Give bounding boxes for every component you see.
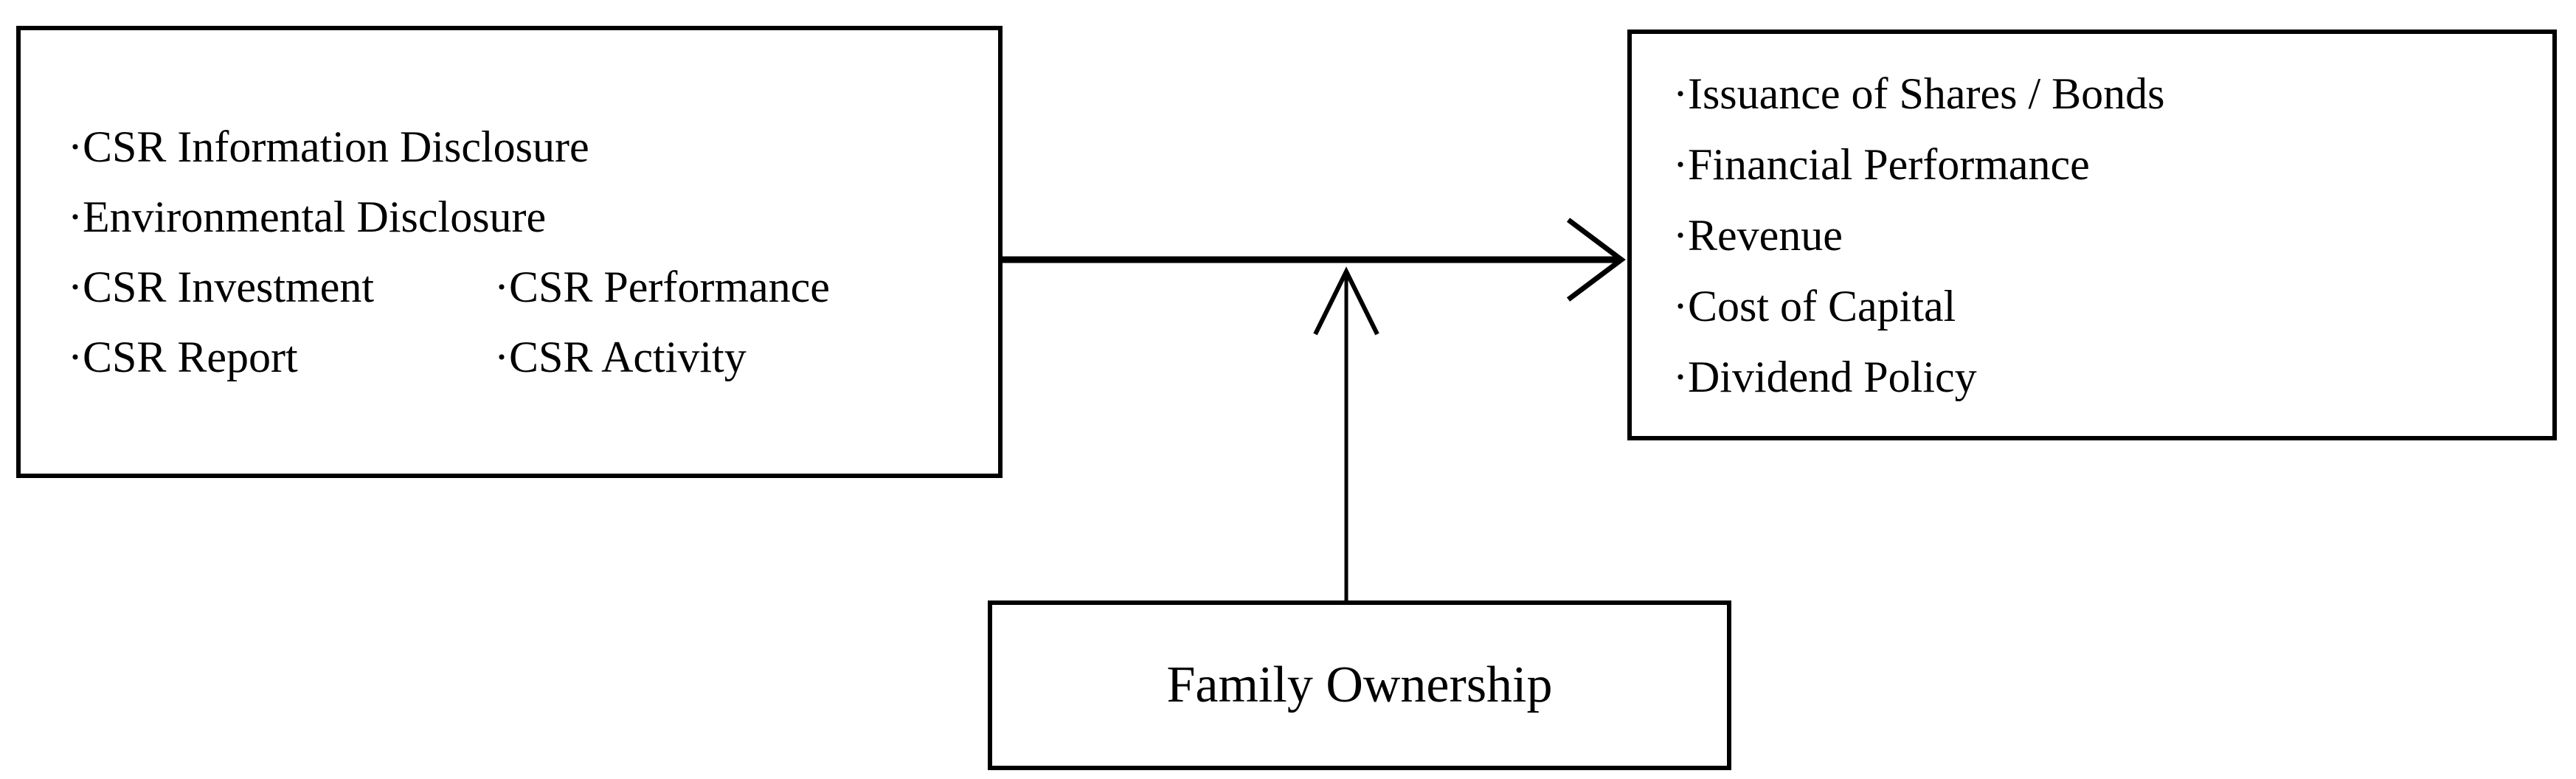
csr-item: ·CSR Report [68,332,298,381]
outcome-item: ·Financial Performance [1673,139,2090,189]
arrow-family-ownership-moderation-icon [1313,266,1379,603]
csr-item: ·CSR Investment [68,262,374,311]
outcome-item: ·Dividend Policy [1673,352,1977,401]
csr-item: ·CSR Information Disclosure [68,122,589,171]
outcome-item: ·Issuance of Shares / Bonds [1673,69,2165,118]
csr-item: ·CSR Activity [494,332,747,381]
csr-item: ·Environmental Disclosure [68,192,547,241]
csr-row: ·CSR Information Disclosure [68,112,998,182]
outcome-item: ·Cost of Capital [1673,281,1956,330]
outcome-item: ·Revenue [1673,210,1843,260]
family-ownership-label: Family Ownership [1166,657,1553,713]
arrow-csr-to-outcomes-icon [999,218,1626,302]
financial-outcomes-box: ·Issuance of Shares / Bonds ·Financial P… [1627,30,2557,440]
family-ownership-box: Family Ownership [988,600,1731,770]
csr-item [494,112,998,182]
csr-disclosure-box: ·CSR Information Disclosure ·Environment… [16,26,1003,478]
csr-row: ·Environmental Disclosure [68,182,998,252]
csr-row: ·CSR Investment ·CSR Performance [68,252,998,322]
csr-item: ·CSR Performance [494,262,830,311]
csr-item [494,182,998,252]
csr-row: ·CSR Report ·CSR Activity [68,322,998,392]
